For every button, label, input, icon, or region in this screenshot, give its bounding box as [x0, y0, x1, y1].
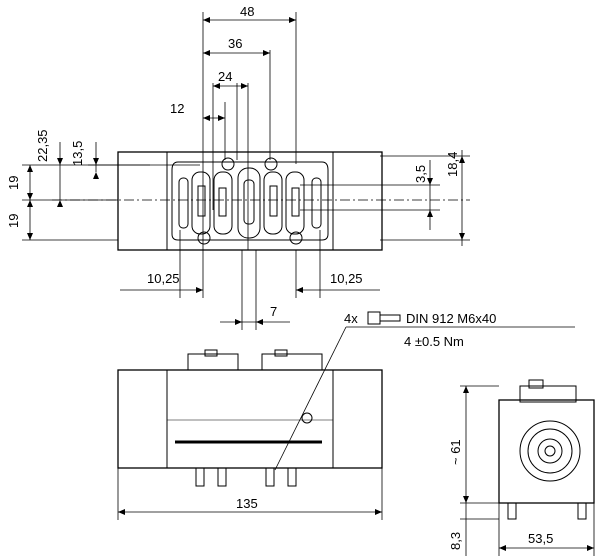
front-view — [117, 349, 383, 520]
dim-18-4: 18,4 — [445, 152, 460, 177]
dim-12: 12 — [170, 101, 184, 116]
side-view-port-icon — [519, 420, 581, 482]
dim-10-25-right: 10,25 — [330, 271, 363, 286]
dim-7: 7 — [270, 304, 277, 319]
side-view-arrowheads — [463, 386, 594, 551]
screw-spec: DIN 912 M6x40 — [406, 311, 496, 326]
dim-22-35: 22,35 — [35, 129, 50, 162]
dim-48: 48 — [240, 4, 254, 19]
mount-hole-4 — [289, 231, 303, 245]
front-pin-2 — [217, 467, 227, 487]
port-opening-4 — [269, 185, 278, 217]
front-pin-3 — [265, 467, 275, 487]
side-view — [460, 379, 595, 556]
port-slot-3 — [213, 171, 233, 235]
port-opening-3 — [243, 179, 255, 225]
front-pin-1 — [195, 467, 205, 487]
front-view-arrowheads — [118, 509, 382, 515]
side-pin-1 — [507, 502, 517, 520]
dim-13-5: 13,5 — [70, 141, 85, 166]
side-pin-2 — [577, 502, 587, 520]
port-opening-1 — [197, 185, 206, 217]
dim-19-upper: 19 — [6, 176, 21, 190]
front-marker-icon — [301, 412, 313, 424]
dim-10-25-left: 10,25 — [147, 271, 180, 286]
port-slot-6 — [285, 171, 305, 235]
dim-135: 135 — [236, 496, 258, 511]
top-view-dimensions — [22, 12, 470, 330]
dim-53-5: 53,5 — [528, 531, 553, 546]
top-view-arrowheads — [27, 17, 465, 325]
dim-3-5: 3,5 — [413, 165, 428, 183]
port-slot-2 — [191, 171, 211, 235]
side-view-top-cap — [519, 385, 577, 403]
top-view-body — [117, 151, 383, 251]
side-view-body — [498, 399, 595, 504]
screw-callout — [274, 311, 575, 471]
mount-hole-2 — [264, 157, 278, 171]
dim-24: 24 — [218, 69, 232, 84]
top-view — [117, 151, 383, 251]
mount-hole-3 — [197, 231, 211, 245]
port-slot-1 — [178, 177, 189, 229]
port-slot-4 — [237, 167, 261, 239]
front-pin-4 — [287, 467, 297, 487]
dim-36: 36 — [228, 36, 242, 51]
screw-qty: 4x — [344, 311, 358, 326]
port-opening-5 — [291, 187, 300, 217]
gasket-outline — [171, 161, 329, 241]
mount-hole-1 — [221, 157, 235, 171]
port-slot-5 — [263, 171, 283, 235]
port-slot-7 — [311, 177, 322, 229]
dim-61: ~ 61 — [448, 439, 463, 465]
front-view-body — [117, 369, 383, 469]
front-cap-left — [187, 353, 239, 371]
screw-torque: 4 ±0.5 Nm — [404, 334, 464, 349]
dim-19-lower: 19 — [6, 214, 21, 228]
dim-8-3: 8,3 — [448, 532, 463, 550]
front-cap-right — [261, 353, 323, 371]
port-opening-2 — [218, 187, 227, 217]
